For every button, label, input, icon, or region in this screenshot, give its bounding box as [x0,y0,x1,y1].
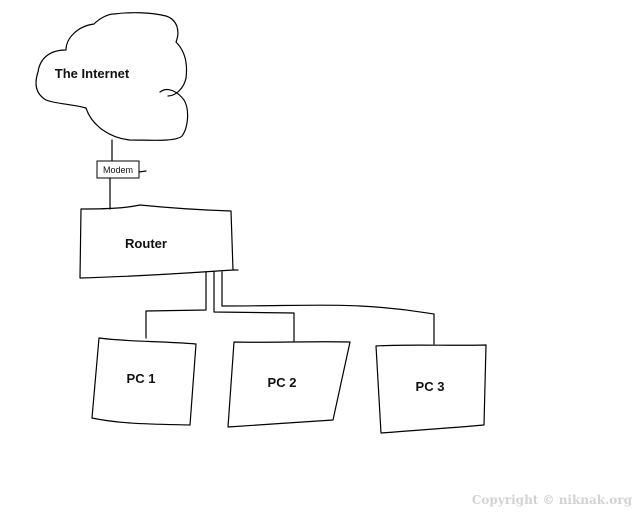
link-pc1 [145,271,207,339]
internet-cloud: The Internet [35,12,189,141]
modem-label: Modem [103,165,133,175]
pc3-box: PC 3 [375,344,487,434]
pc1-label: PC 1 [127,371,156,386]
modem-rect [96,160,140,179]
pc3-label: PC 3 [416,379,445,394]
router-pc-links [145,271,435,345]
modem-tick [138,170,147,173]
copyright-watermark: Copyright © niknak.org [472,493,633,507]
link-pc2 [213,271,295,342]
pc2-label: PC 2 [268,375,297,390]
cloud-outline [35,12,189,141]
pc1-box: PC 1 [91,337,197,426]
pc3-outline [375,344,487,434]
link-pc3 [221,271,435,345]
router-label: Router [125,236,167,251]
internet-label: The Internet [55,66,130,81]
router-box: Router [79,204,239,279]
modem-box: Modem [96,160,147,179]
pc1-outline [91,337,197,426]
pc2-box: PC 2 [227,341,351,428]
router-outline [79,204,234,279]
pc2-outline [227,341,351,428]
